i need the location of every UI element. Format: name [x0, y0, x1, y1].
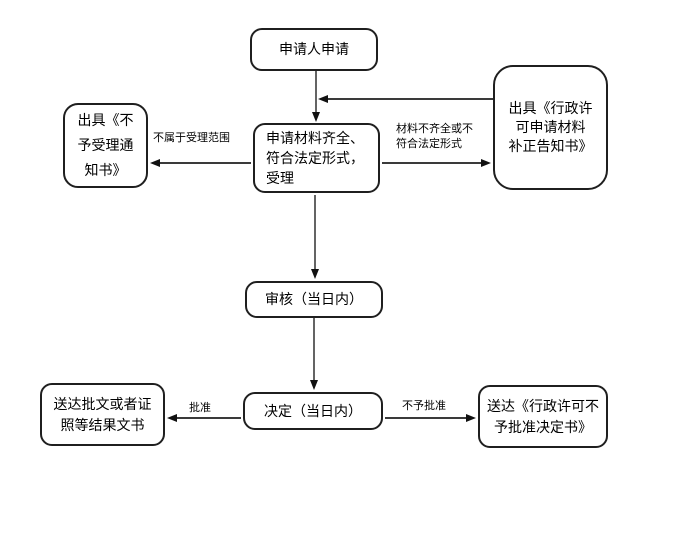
edge-acceptance-to-supplement — [382, 159, 491, 167]
edge-label-out-of-scope: 不属于受理范围 — [153, 132, 230, 144]
node-rejection-notice: 出具《不 予受理通 知书》 — [63, 103, 148, 188]
edge-acceptance-to-rejection — [150, 159, 251, 167]
edge-review-to-decision-arrowhead — [310, 380, 318, 390]
node-deliver-approval: 送达批文或者证 照等结果文书 — [40, 383, 165, 446]
edge-decision-to-denial-arrowhead — [466, 414, 476, 422]
edge-acceptance-to-review — [311, 195, 319, 279]
node-deliver-denial: 送达《行政许可不 予批准决定书》 — [478, 385, 608, 448]
edge-acceptance-to-review-arrowhead — [311, 269, 319, 279]
edge-label-materials-incomplete: 材料不齐全或不 符合法定形式 — [396, 123, 473, 150]
edge-applicant-to-acceptance — [312, 71, 320, 122]
edge-decision-to-approval — [167, 414, 241, 422]
node-acceptance: 申请材料齐全、 符合法定形式， 受理 — [253, 123, 380, 193]
edge-label-approved: 批准 — [189, 402, 211, 414]
edge-applicant-to-acceptance-arrowhead — [312, 112, 320, 122]
node-decision: 决定（当日内） — [243, 392, 383, 430]
edge-acceptance-to-supplement-arrowhead — [481, 159, 491, 167]
edge-decision-to-denial — [385, 414, 476, 422]
edge-label-not-approved: 不予批准 — [402, 400, 446, 412]
node-applicant: 申请人申请 — [250, 28, 378, 71]
edge-supplement-return-arrowhead — [318, 95, 328, 103]
edge-review-to-decision — [310, 318, 318, 390]
edge-acceptance-to-rejection-arrowhead — [150, 159, 160, 167]
edge-supplement-return — [318, 95, 493, 103]
node-supplement-notice: 出具《行政许 可申请材料 补正告知书》 — [493, 65, 608, 190]
edge-decision-to-approval-arrowhead — [167, 414, 177, 422]
node-review: 审核（当日内） — [245, 281, 383, 318]
